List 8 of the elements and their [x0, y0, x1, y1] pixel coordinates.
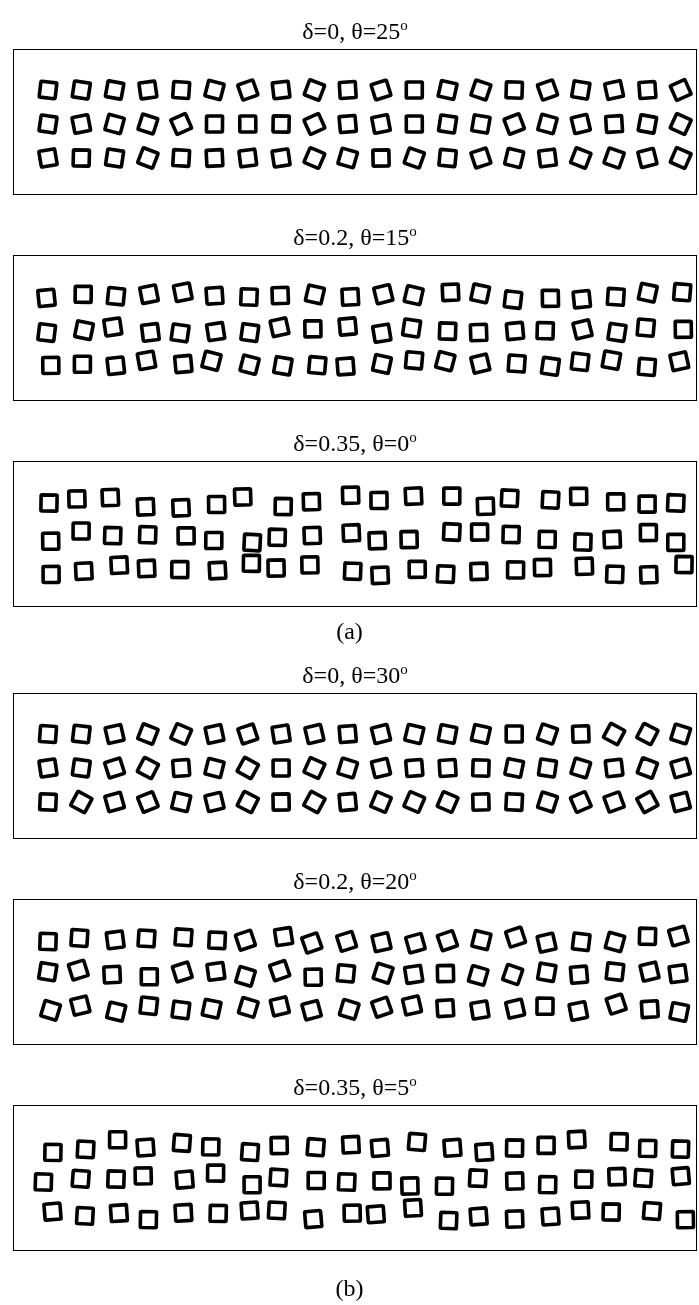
- panel-title: δ=0.2, θ=15$^{o}$: [293, 224, 417, 250]
- subfigure-label: (a): [336, 618, 363, 644]
- panel-title: δ=0, θ=30$^{o}$: [302, 662, 408, 688]
- panel-title: δ=0.35, θ=0$^{o}$: [293, 430, 417, 456]
- subfigure-label: (b): [335, 1275, 364, 1301]
- panel-title: δ=0.35, θ=5$^{o}$: [293, 1074, 417, 1100]
- panel-title: δ=0.2, θ=20$^{o}$: [293, 868, 417, 894]
- panel-title: δ=0, θ=25$^{o}$: [302, 18, 408, 44]
